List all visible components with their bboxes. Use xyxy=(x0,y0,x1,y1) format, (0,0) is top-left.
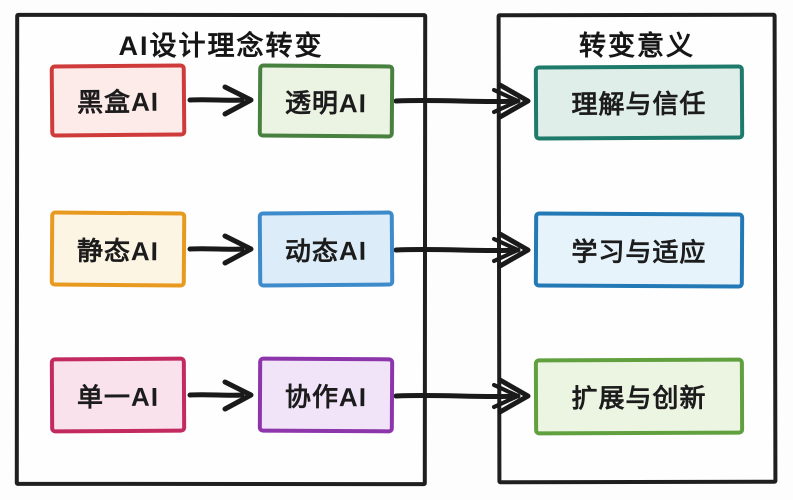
node-label: 黑盒AI xyxy=(76,86,160,118)
node-understanding-trust: 理解与信任 xyxy=(533,64,745,141)
node-label: 静态AI xyxy=(76,235,160,266)
node-dynamic-ai: 动态AI xyxy=(257,210,395,288)
node-learning-adaptation: 学习与适应 xyxy=(533,211,745,289)
node-label: 扩展与创新 xyxy=(571,382,707,414)
node-label: 动态AI xyxy=(284,235,368,266)
node-static-ai: 静态AI xyxy=(49,210,187,288)
node-expansion-innovation: 扩展与创新 xyxy=(533,357,745,436)
node-transparent-ai: 透明AI xyxy=(257,63,395,139)
node-label: 透明AI xyxy=(284,87,368,118)
left-panel-title: AI设计理念转变 xyxy=(118,31,324,61)
node-label: 协作AI xyxy=(284,381,368,412)
right-panel-title: 转变意义 xyxy=(579,31,695,61)
node-blackbox-ai: 黑盒AI xyxy=(49,63,187,138)
node-label: 学习与适应 xyxy=(571,236,707,267)
node-single-ai: 单一AI xyxy=(49,356,187,434)
node-label: 理解与信任 xyxy=(571,88,707,120)
node-label: 单一AI xyxy=(76,381,160,412)
node-collaborative-ai: 协作AI xyxy=(257,356,395,434)
